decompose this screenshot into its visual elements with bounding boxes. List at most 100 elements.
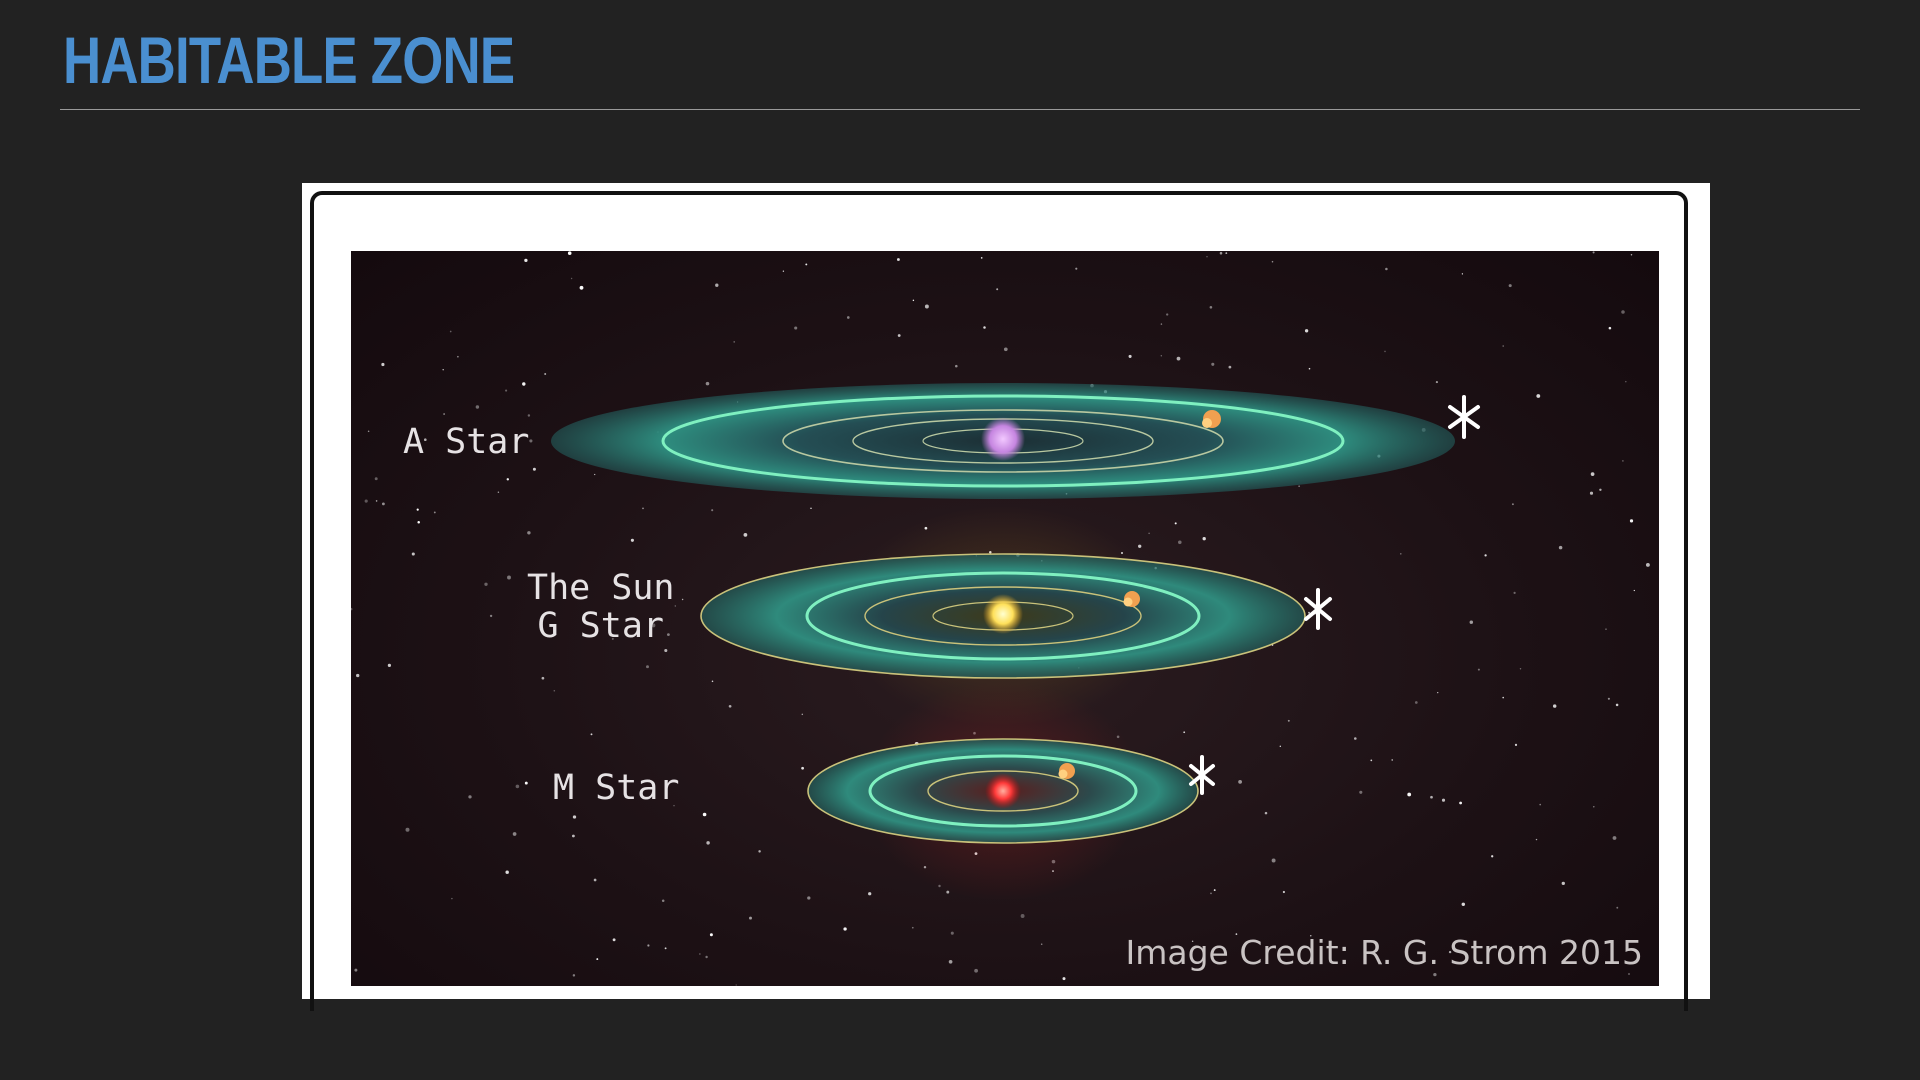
background-star xyxy=(1630,254,1633,256)
background-star xyxy=(1206,256,1208,258)
background-star xyxy=(541,676,545,680)
background-star xyxy=(1391,759,1393,761)
background-star xyxy=(433,511,436,514)
habitable-zone-diagram: A Star The Sun G Star M Star Image Credi… xyxy=(351,251,1659,986)
background-star xyxy=(1622,460,1624,462)
background-star xyxy=(1062,977,1066,981)
g-star-label: The Sun G Star xyxy=(527,569,675,645)
background-star xyxy=(711,509,714,512)
background-star xyxy=(612,938,616,942)
background-star xyxy=(1003,347,1008,352)
background-star xyxy=(367,430,370,433)
background-star xyxy=(1235,933,1238,935)
background-star xyxy=(497,491,500,493)
background-star xyxy=(356,673,360,678)
background-star xyxy=(1308,367,1311,370)
background-star xyxy=(1128,354,1132,358)
background-star xyxy=(505,389,508,392)
background-star xyxy=(897,334,901,337)
background-star xyxy=(1593,806,1595,808)
background-star xyxy=(1160,323,1163,325)
planet-icon xyxy=(1202,418,1212,428)
background-star xyxy=(807,896,811,900)
background-star xyxy=(805,263,808,266)
background-star xyxy=(1536,394,1541,398)
background-star xyxy=(1615,703,1619,707)
background-star xyxy=(955,364,958,368)
background-star xyxy=(896,258,900,261)
background-star xyxy=(642,507,644,510)
background-star xyxy=(1020,914,1025,918)
g-star-label-line1: The Sun xyxy=(527,568,675,608)
background-star xyxy=(1160,355,1162,357)
background-star xyxy=(506,478,509,481)
background-star xyxy=(911,926,914,929)
background-star xyxy=(529,439,533,443)
background-star xyxy=(1448,950,1452,954)
background-star xyxy=(1298,485,1300,487)
background-star xyxy=(1138,544,1142,548)
background-star xyxy=(1228,365,1232,369)
background-star xyxy=(1491,855,1494,858)
background-star xyxy=(843,927,847,931)
g-star-label-line2: G Star xyxy=(537,606,664,646)
background-star xyxy=(468,795,472,799)
a-star-label: A Star xyxy=(403,422,530,462)
slide-title: HABITABLE ZONE xyxy=(63,23,515,97)
background-star xyxy=(1210,892,1212,895)
background-star xyxy=(1354,737,1357,740)
background-star xyxy=(351,607,353,611)
background-star xyxy=(507,575,511,580)
background-star xyxy=(1519,668,1522,670)
background-star xyxy=(996,288,999,291)
background-star xyxy=(1209,306,1213,309)
background-star xyxy=(661,899,665,903)
background-star xyxy=(810,507,812,510)
background-star xyxy=(1612,836,1617,840)
image-credit: Image Credit: R. G. Strom 2015 xyxy=(1125,933,1643,972)
background-star xyxy=(1414,701,1418,704)
background-star xyxy=(489,614,493,618)
background-star xyxy=(611,637,614,640)
background-star xyxy=(681,598,684,601)
planet-icon xyxy=(1123,597,1133,607)
background-star xyxy=(1287,719,1290,722)
background-star xyxy=(484,582,488,586)
background-star xyxy=(974,968,978,973)
background-star xyxy=(1558,545,1563,550)
background-star xyxy=(1178,540,1182,545)
background-star xyxy=(1621,310,1625,314)
background-star xyxy=(1433,972,1437,977)
background-star xyxy=(354,968,358,972)
background-star xyxy=(667,633,670,636)
background-star xyxy=(1211,362,1215,366)
background-star xyxy=(715,283,719,287)
background-star xyxy=(794,326,798,330)
g-star-orbit xyxy=(805,571,1201,661)
background-star xyxy=(630,538,634,542)
background-star xyxy=(596,958,599,961)
background-star xyxy=(735,984,737,986)
background-star xyxy=(381,502,385,506)
frame-border xyxy=(310,191,1688,1011)
background-star xyxy=(980,257,983,259)
a-star-orbit xyxy=(661,394,1345,488)
background-star xyxy=(1183,731,1186,734)
background-star xyxy=(1561,881,1565,886)
background-star xyxy=(1166,313,1169,316)
background-star xyxy=(579,285,584,290)
background-star xyxy=(1225,252,1228,254)
background-star xyxy=(594,473,596,476)
snowflake-icon xyxy=(1304,588,1332,630)
background-star xyxy=(1435,381,1438,384)
background-star xyxy=(1359,790,1363,794)
background-star xyxy=(527,414,531,417)
background-star xyxy=(699,953,701,955)
background-star xyxy=(1607,697,1610,700)
m-star-orbit xyxy=(868,754,1138,828)
background-star xyxy=(442,368,444,371)
background-star xyxy=(801,766,804,770)
background-star xyxy=(651,623,656,628)
background-star xyxy=(1508,284,1512,288)
background-star xyxy=(1459,801,1462,805)
